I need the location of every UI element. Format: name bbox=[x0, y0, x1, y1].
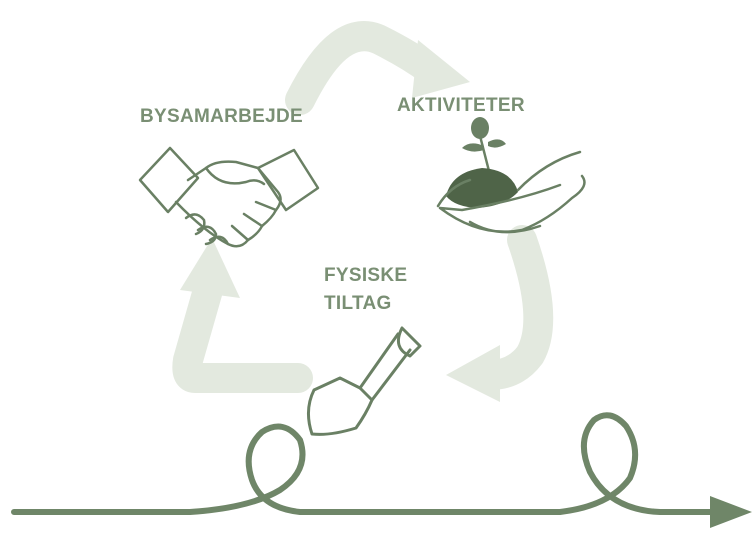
seedling-leaf-small bbox=[488, 139, 506, 148]
label-fysiske-tiltag: FYSISKE TILTAG bbox=[324, 262, 407, 318]
timeline-line bbox=[11, 412, 718, 515]
timeline-arrowhead bbox=[710, 496, 752, 528]
cycle-arrow-left bbox=[172, 275, 313, 393]
handshake-icon bbox=[138, 146, 320, 248]
cycle-arrowheads bbox=[180, 40, 500, 402]
soil-mound bbox=[446, 168, 518, 208]
label-tiltag: TILTAG bbox=[324, 293, 392, 314]
shovel-icon bbox=[307, 326, 422, 436]
arrowhead-right bbox=[446, 345, 500, 402]
cycle-arrow-top bbox=[285, 21, 445, 115]
arrowhead-left bbox=[180, 238, 240, 298]
arrowhead-top bbox=[412, 40, 470, 98]
seedling-leaf-left bbox=[462, 143, 484, 152]
label-fysiske: FYSISKE bbox=[324, 265, 408, 286]
label-aktiviteter: AKTIVITETER bbox=[397, 95, 525, 116]
seedling-leaf bbox=[471, 117, 489, 139]
hands-outline bbox=[436, 150, 586, 234]
label-bysamarbejde: BYSAMARBEJDE bbox=[140, 106, 304, 127]
cycle-arrow-right bbox=[475, 225, 554, 390]
seedling-in-hands-icon bbox=[436, 117, 586, 234]
timeline bbox=[11, 412, 718, 515]
cycle-arrows bbox=[172, 21, 554, 393]
